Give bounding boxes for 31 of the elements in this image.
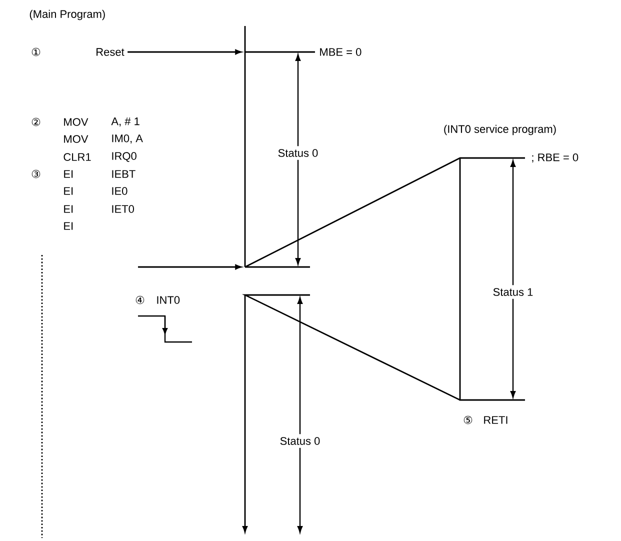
- operand-text: IRQ0: [112, 152, 136, 162]
- instruction-text: EI: [64, 222, 73, 230]
- step-number: ②: [32, 118, 40, 126]
- arrow: [128, 49, 242, 55]
- program-heading: (INT0 service program): [444, 124, 556, 136]
- instruction-text: MOV: [64, 118, 88, 126]
- signal-label: INT0: [157, 296, 180, 304]
- instruction-text: RETI: [484, 416, 508, 424]
- status-label: Status 1: [490, 285, 536, 299]
- instruction-text: CLR1: [64, 153, 91, 161]
- signal-label: Reset: [96, 48, 124, 56]
- step-number: ③: [32, 170, 40, 178]
- operand-text: IM0, A: [112, 134, 143, 144]
- status-label: Status 0: [274, 146, 322, 160]
- instruction-text: EI: [64, 170, 73, 178]
- operand-text: IE0: [112, 187, 128, 195]
- arrow: [138, 264, 242, 270]
- program-timeline: [244, 26, 246, 267]
- operand-text: IEBT: [112, 170, 136, 178]
- step-number: ①: [32, 48, 40, 56]
- status-label: Status 0: [276, 434, 324, 448]
- operand-text: IET0: [112, 205, 134, 213]
- step-number: ④: [136, 296, 144, 304]
- register-note: MBE = 0: [320, 48, 362, 56]
- step-number: ⑤: [464, 416, 472, 424]
- instruction-text: EI: [64, 187, 73, 195]
- operand-text: A, # 1: [111, 118, 140, 126]
- instruction-text: MOV: [64, 135, 88, 143]
- program-heading: (Main Program): [30, 10, 105, 20]
- register-note: ; RBE = 0: [532, 153, 578, 163]
- instruction-text: EI: [64, 205, 73, 213]
